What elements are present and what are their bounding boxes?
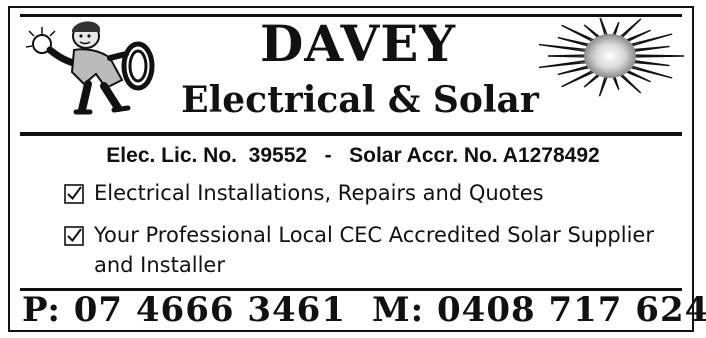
sun-ray xyxy=(627,33,673,48)
footer-divider xyxy=(20,288,682,291)
contact-line: P: 07 4666 3461 M: 0408 717 624 xyxy=(22,290,706,330)
phone-number: P: 07 4666 3461 xyxy=(22,290,346,330)
sun-ray xyxy=(630,45,670,53)
sun-ray xyxy=(583,72,603,88)
sun-ray xyxy=(561,24,597,44)
licence-separator: - xyxy=(324,144,332,167)
sun-ray xyxy=(623,68,651,83)
sun-ray xyxy=(623,29,651,44)
brand-name: DAVEY xyxy=(259,14,457,73)
sun-ray xyxy=(547,54,589,58)
sun-ray xyxy=(598,74,609,97)
sun-ray xyxy=(611,74,620,91)
top-divider xyxy=(20,14,682,17)
sun-ray xyxy=(561,68,597,88)
service-text: Electrical Installations, Repairs and Qu… xyxy=(94,181,544,205)
sun-ray xyxy=(583,24,603,40)
sun-ray xyxy=(557,36,593,48)
solar-accreditation: Solar Accr. No. A1278492 xyxy=(349,144,600,167)
sun-ray xyxy=(538,59,590,69)
checkbox-checked-icon xyxy=(64,184,84,204)
sun-ray xyxy=(631,54,685,58)
licence-line: Elec. Lic. No. 39552 - Solar Accr. No. A… xyxy=(30,142,676,170)
service-text: Your Professional Local CEC Accredited S… xyxy=(94,223,654,277)
electrician-mascot-icon xyxy=(26,21,155,115)
sun-ray xyxy=(617,18,642,40)
sun-ray xyxy=(599,18,609,38)
service-item: Electrical Installations, Repairs and Qu… xyxy=(64,178,684,208)
sun-ray xyxy=(630,59,670,67)
sun-ray xyxy=(557,64,593,76)
sun-ray xyxy=(611,21,620,38)
sun-ray xyxy=(617,72,642,94)
sun-ray xyxy=(538,43,590,53)
electrical-licence: Elec. Lic. No. 39552 xyxy=(106,144,308,167)
sun-icon xyxy=(538,18,685,97)
checkbox-checked-icon xyxy=(64,226,84,246)
mobile-number: M: 0408 717 624 xyxy=(372,290,706,330)
header-divider xyxy=(20,132,682,136)
sun-ray xyxy=(627,64,673,79)
brand-tagline: Electrical & Solar xyxy=(181,79,539,121)
service-item: Your Professional Local CEC Accredited S… xyxy=(64,220,684,282)
